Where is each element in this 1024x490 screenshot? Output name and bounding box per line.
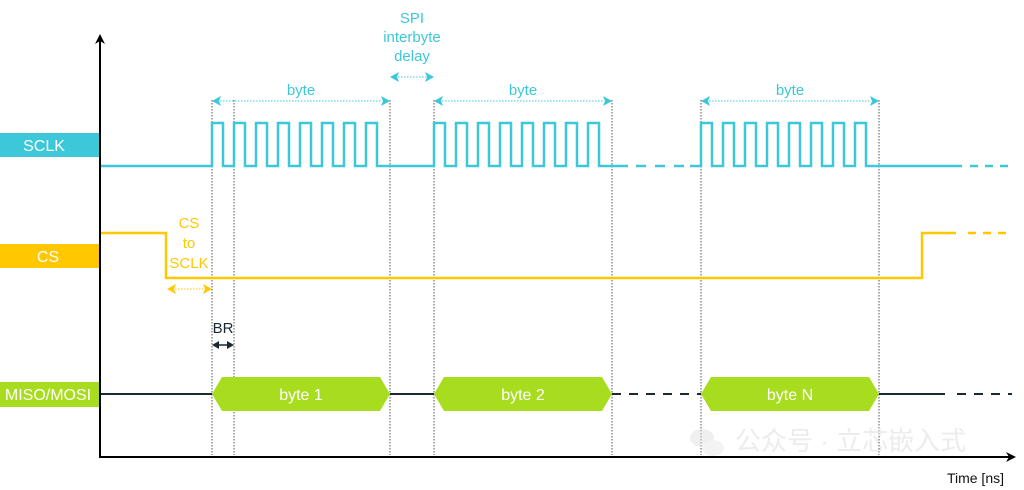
cs-label-box	[0, 244, 100, 268]
data-byte-hexagon	[701, 377, 879, 411]
cs-to-sclk-label: to	[183, 235, 196, 252]
data-byte-hexagon	[212, 377, 390, 411]
byte-span-arrow-arrowhead-left	[212, 96, 221, 106]
data-byte-hexagon	[434, 377, 612, 411]
cs-to-sclk-label: SCLK	[169, 255, 208, 272]
byte-span-arrow-arrowhead-right	[603, 96, 612, 106]
cs-to-sclk-arrow-arrowhead-right	[203, 284, 212, 294]
watermark: 公众号 · 立芯嵌入式	[735, 426, 966, 456]
byte-span-arrow-arrowhead-right	[381, 96, 390, 106]
br-arrowhead-left	[212, 341, 219, 349]
cs-to-sclk-arrow-arrowhead-left	[167, 284, 176, 294]
interbyte-delay-label: interbyte	[383, 29, 441, 46]
miso-mosi-label-box	[0, 382, 100, 407]
byte-span-label: byte	[776, 82, 804, 99]
interbyte-delay-label: SPI	[400, 10, 424, 27]
interbyte-delay-label: delay	[394, 48, 430, 65]
byte-span-label: byte	[287, 82, 315, 99]
data-byte-label: byte 1	[279, 387, 323, 404]
byte-span-arrow-arrowhead-right	[870, 96, 879, 106]
sclk-waveform	[101, 121, 628, 168]
data-byte-label: byte N	[767, 387, 813, 404]
interbyte-delay-arrow-arrowhead-right	[425, 72, 434, 82]
sclk-label-box	[0, 133, 100, 157]
br-arrowhead-right	[227, 341, 234, 349]
miso-mosi-label: MISO/MOSI	[5, 387, 91, 404]
sclk-waveform	[690, 121, 962, 168]
data-byte-label: byte 2	[501, 387, 545, 404]
interbyte-delay-arrow-arrowhead-left	[390, 72, 399, 82]
byte-span-arrow-arrowhead-left	[701, 96, 710, 106]
byte-span-arrow-arrowhead-left	[434, 96, 443, 106]
cs-waveform	[101, 231, 956, 280]
cs-label: CS	[37, 249, 59, 266]
byte-span-label: byte	[509, 82, 537, 99]
br-label: BR	[213, 320, 234, 337]
cs-to-sclk-label: CS	[179, 215, 200, 232]
x-axis-label: Time [ns]	[947, 470, 1004, 486]
wechat-icon	[690, 429, 724, 456]
sclk-label: SCLK	[23, 138, 65, 155]
